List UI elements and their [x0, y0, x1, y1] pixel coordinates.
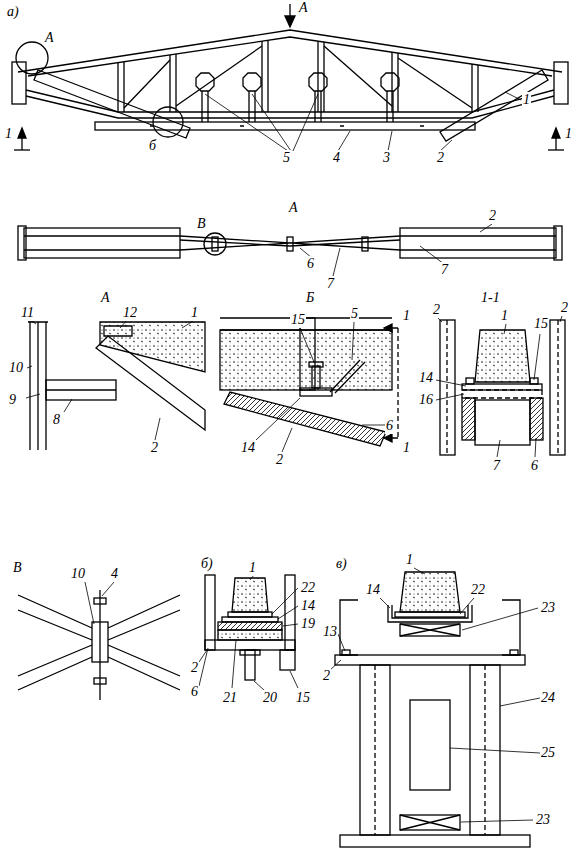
- callout-number: 1: [248, 560, 257, 576]
- callout-number: 2: [488, 208, 497, 224]
- callout-number: 24: [540, 690, 556, 706]
- callout-number: 25: [540, 745, 556, 761]
- callout-number: 4: [332, 150, 341, 166]
- callout-number: 15: [295, 690, 311, 706]
- callout-number: 7: [326, 276, 335, 292]
- callout-number: 23: [540, 600, 556, 616]
- callout-number: 7: [492, 458, 501, 474]
- callout-number: А: [100, 290, 111, 306]
- callout-number: 9: [8, 392, 17, 408]
- callout-number: 5: [282, 150, 291, 166]
- callout-number: 6: [306, 256, 315, 272]
- callout-number: 2: [190, 660, 199, 676]
- figure-letter: а): [6, 4, 20, 20]
- callout-number: 14: [365, 582, 381, 598]
- callout-number: 2: [436, 150, 445, 166]
- detail-b: [220, 318, 398, 452]
- callout-number: 1: [4, 126, 13, 142]
- detail-v-support: [330, 568, 540, 847]
- figure-letter: б): [200, 556, 214, 572]
- detail-v: [18, 582, 180, 700]
- callout-number: 23: [535, 812, 551, 828]
- callout-number: 6: [530, 458, 539, 474]
- callout-number: Б: [305, 290, 315, 306]
- callout-number: 22: [300, 580, 316, 596]
- view-a: [12, 4, 568, 151]
- callout-number: В: [196, 216, 207, 232]
- callout-number: А: [288, 200, 299, 216]
- detail-b-small: [199, 575, 298, 690]
- callout-number: 20: [262, 690, 278, 706]
- callout-number: 10: [8, 360, 24, 376]
- callout-number: б: [148, 138, 157, 154]
- section-1-1: [436, 316, 565, 457]
- callout-number: 7: [440, 262, 449, 278]
- callout-number: 2: [150, 440, 159, 456]
- callout-number: 1: [522, 92, 531, 108]
- callout-number: В: [12, 560, 23, 576]
- callout-number: 14: [418, 370, 434, 386]
- callout-number: 15: [533, 316, 549, 332]
- callout-number: 14: [300, 598, 316, 614]
- callout-number: А: [298, 0, 309, 16]
- callout-number: 1: [500, 308, 509, 324]
- callout-number: 11: [20, 305, 35, 321]
- callout-number: 8: [52, 412, 61, 428]
- detail-a: [26, 320, 205, 450]
- callout-number: 1: [405, 552, 414, 568]
- callout-number: 1: [402, 440, 411, 456]
- callout-number: 1: [402, 308, 411, 324]
- callout-number: 12: [122, 305, 138, 321]
- callout-number: 16: [418, 392, 434, 408]
- callout-number: 19: [300, 616, 316, 632]
- callout-number: 6: [190, 684, 199, 700]
- callout-number: 22: [470, 582, 486, 598]
- callout-number: 13: [322, 624, 338, 640]
- callout-number: 1-1: [480, 290, 501, 306]
- callout-number: 21: [222, 690, 238, 706]
- callout-number: 15: [290, 312, 306, 328]
- callout-number: 4: [110, 566, 119, 582]
- callout-number: 2: [275, 452, 284, 468]
- callout-number: А: [44, 30, 55, 46]
- callout-number: 1: [190, 305, 199, 321]
- callout-number: 2: [432, 302, 441, 318]
- callout-number: 5: [350, 306, 359, 322]
- plan-view: [18, 224, 562, 276]
- callout-number: 1: [564, 126, 573, 142]
- figure-letter: в): [335, 556, 348, 572]
- callout-number: 3: [382, 150, 391, 166]
- callout-number: 6: [385, 418, 394, 434]
- callout-number: 10: [70, 566, 86, 582]
- callout-number: 2: [560, 300, 569, 316]
- callout-number: 2: [322, 668, 331, 684]
- callout-number: 14: [240, 440, 256, 456]
